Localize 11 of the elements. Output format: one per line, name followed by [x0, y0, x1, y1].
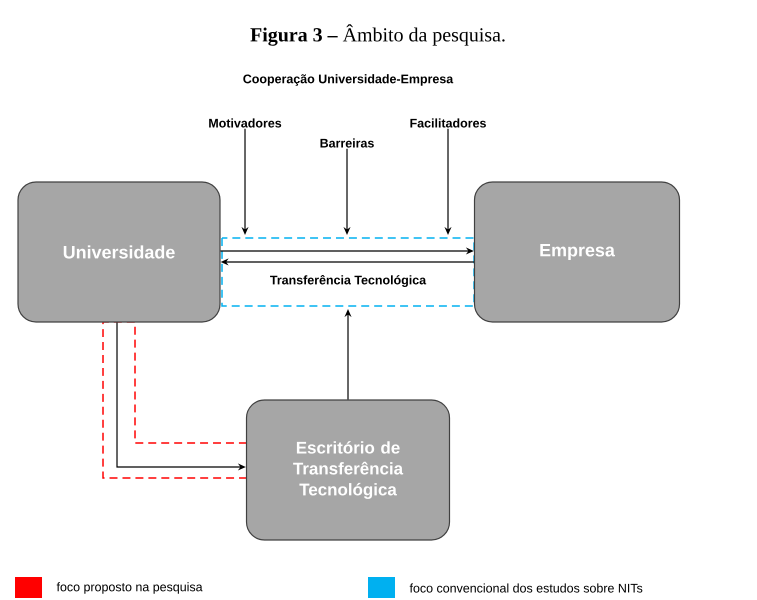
- heading: Cooperação Universidade-Empresa: [243, 74, 454, 86]
- factor-label: Motivadores: [209, 118, 282, 128]
- factor-label: Barreiras: [320, 138, 374, 148]
- legend-text: foco proposto na pesquisa: [56, 582, 203, 594]
- legend-text: foco convencional dos estudos sobre NITs: [410, 583, 642, 593]
- edge-label: Transferência Tecnológica: [268, 274, 428, 288]
- actor-box: Empresa: [474, 181, 680, 323]
- actor-box: Escritório de Transferência Tecnológica: [246, 399, 450, 541]
- actor-box: Universidade: [17, 181, 221, 323]
- factor-label: Facilitadores: [410, 118, 486, 128]
- figure-title: Figura 3 – Âmbito da pesquisa.: [250, 24, 505, 46]
